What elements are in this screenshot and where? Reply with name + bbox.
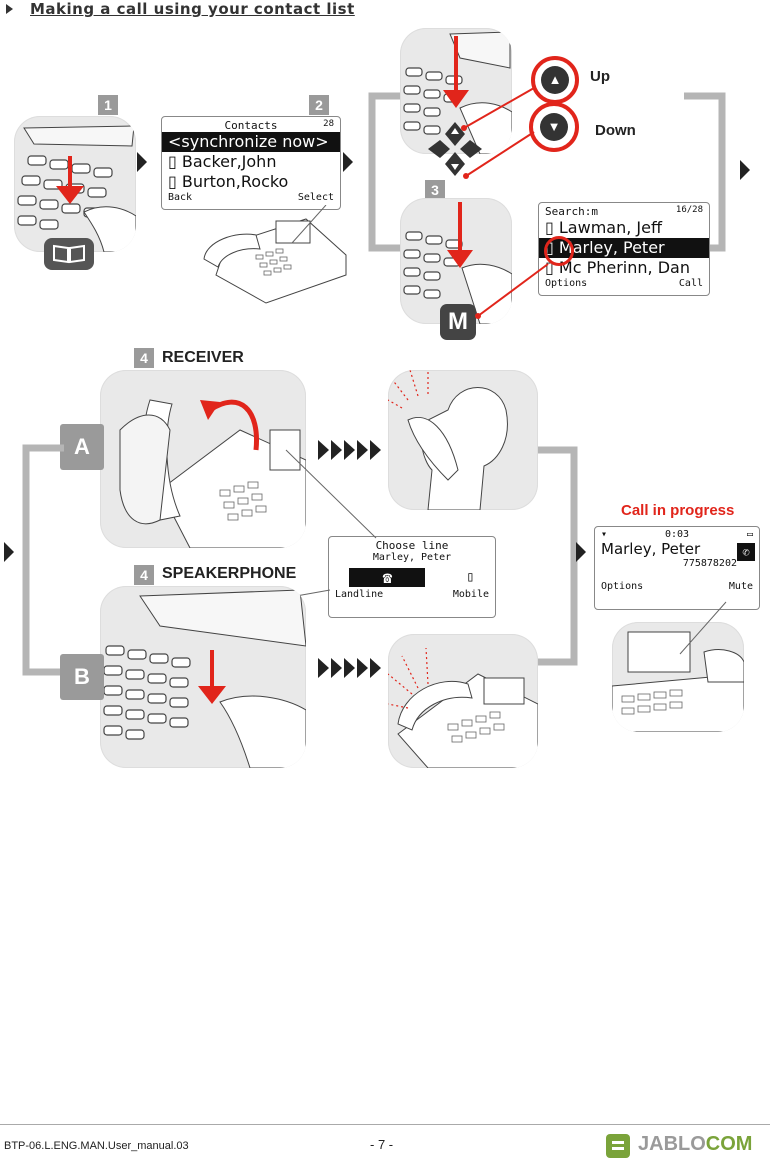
receiver-lift-image bbox=[100, 370, 306, 548]
section-title: Making a call using your contact list bbox=[30, 0, 355, 18]
contact-name: Backer,John bbox=[181, 152, 277, 171]
contact-row-burton[interactable]: ▯ Burton,Rocko bbox=[168, 172, 289, 191]
m-key[interactable]: M bbox=[440, 304, 476, 340]
speakerphone-key-image bbox=[100, 586, 306, 768]
next-arrow-icon bbox=[343, 152, 353, 172]
next-arrow-icon bbox=[740, 160, 750, 180]
search-row-marley[interactable]: ▯ Marley, Peter bbox=[539, 238, 709, 258]
contact-row-synchronize[interactable]: <synchronize now> bbox=[162, 132, 340, 152]
connector-bracket bbox=[368, 92, 400, 252]
call-in-progress-label: Call in progress bbox=[621, 502, 735, 519]
contacts-screen-title: Contacts bbox=[224, 119, 278, 132]
m-highlight-circle bbox=[544, 236, 574, 266]
callout-lines bbox=[461, 87, 535, 179]
softkey-landline[interactable]: Landline bbox=[335, 589, 384, 600]
step-1-keypad-image bbox=[14, 116, 136, 252]
next-arrow-icon bbox=[137, 152, 147, 172]
contacts-count: 28 bbox=[323, 119, 334, 129]
footer-page-number: - 7 - bbox=[370, 1137, 394, 1152]
step-1-badge: 1 bbox=[98, 95, 118, 115]
softkey-call[interactable]: Call bbox=[678, 278, 703, 289]
option-b-badge: B bbox=[60, 654, 104, 700]
call-timer: 0:03 bbox=[664, 529, 690, 540]
landline-phone-icon[interactable]: ☎ bbox=[349, 567, 426, 587]
option-a-badge: A bbox=[60, 424, 104, 470]
down-key-callout: ▼ bbox=[529, 102, 579, 152]
receiver-label: RECEIVER bbox=[162, 349, 244, 366]
arrow-sequence-b bbox=[318, 658, 381, 678]
step-3-badge: 3 bbox=[425, 180, 445, 200]
logo-text-jablo: JABLO bbox=[638, 1133, 706, 1155]
up-label: Up bbox=[590, 68, 610, 85]
contact-name: Burton,Rocko bbox=[181, 172, 289, 191]
phonebook-key[interactable] bbox=[44, 238, 94, 270]
choose-line-screen: Choose line Marley, Peter ☎ ▯ Landline M… bbox=[328, 536, 496, 618]
search-keypad-image bbox=[400, 198, 512, 324]
chevron-up-icon[interactable]: ▲ bbox=[541, 66, 569, 94]
softkey-back[interactable]: Back bbox=[168, 192, 193, 203]
mobile-phone-icon[interactable]: ▯ bbox=[466, 569, 475, 585]
m-callout-line bbox=[475, 263, 549, 319]
call-contact-name: Marley, Peter bbox=[601, 540, 701, 558]
contacts-screen: Contacts 28 <synchronize now> ▯ Backer,J… bbox=[161, 116, 341, 210]
next-arrow-icon bbox=[576, 542, 586, 562]
softkey-mute[interactable]: Mute bbox=[728, 581, 753, 592]
step-4a-badge: 4 bbox=[134, 348, 154, 368]
softkey-options[interactable]: Options bbox=[601, 581, 644, 592]
call-number: 775878202 bbox=[682, 558, 737, 569]
step-4b-badge: 4 bbox=[134, 565, 154, 585]
handset-icon: ✆ bbox=[737, 543, 755, 561]
up-key-callout: ▲ bbox=[531, 56, 579, 104]
desk-phone-illustration bbox=[203, 205, 347, 304]
jablocom-logo-icon bbox=[604, 1132, 632, 1160]
choose-line-title: Choose line bbox=[375, 539, 449, 552]
search-row-lawman[interactable]: ▯ Lawman, Jeff bbox=[545, 218, 662, 237]
option-b-letter: B bbox=[60, 654, 104, 700]
chevron-down-icon[interactable]: ▼ bbox=[540, 113, 568, 141]
battery-icon: ▭ bbox=[746, 529, 753, 540]
phonebook-icon bbox=[53, 244, 85, 264]
contact-name: Mc Pherinn, Dan bbox=[558, 258, 690, 277]
call-phone-image bbox=[612, 622, 744, 732]
call-screen-callout-line bbox=[679, 601, 727, 655]
talking-person-image bbox=[388, 370, 538, 510]
call-screen: ▾ 0:03 ▭ Marley, Peter 775878202 ✆ Optio… bbox=[594, 526, 760, 610]
connector-bracket bbox=[22, 444, 64, 676]
arrow-sequence-a bbox=[318, 440, 381, 460]
step-2-badge: 2 bbox=[309, 95, 329, 115]
option-a-letter: A bbox=[60, 424, 104, 470]
softkey-mobile[interactable]: Mobile bbox=[452, 589, 489, 600]
down-label: Down bbox=[595, 122, 636, 139]
footer-document-id: BTP-06.L.ENG.MAN.User_manual.03 bbox=[4, 1140, 189, 1152]
search-count: 16/28 bbox=[675, 205, 703, 215]
contact-name: Marley, Peter bbox=[558, 238, 665, 257]
speakerphone-label: SPEAKERPHONE bbox=[162, 565, 297, 582]
search-row-mcpherinn[interactable]: ▯ Mc Pherinn, Dan bbox=[545, 258, 690, 277]
speakerphone-phone-image bbox=[388, 634, 538, 768]
section-marker-icon bbox=[6, 4, 13, 14]
footer-divider bbox=[0, 1124, 770, 1125]
jablocom-logo-text: JABLOCOM bbox=[638, 1133, 752, 1156]
search-screen-title: Search:m bbox=[545, 205, 598, 218]
softkey-options[interactable]: Options bbox=[545, 278, 588, 289]
contact-row-backer[interactable]: ▯ Backer,John bbox=[168, 152, 277, 171]
connector-bracket bbox=[538, 446, 578, 666]
navigation-key-icon[interactable] bbox=[420, 118, 490, 180]
next-arrow-icon bbox=[4, 542, 14, 562]
softkey-select[interactable]: Select bbox=[297, 192, 334, 203]
signal-icon: ▾ bbox=[601, 529, 608, 540]
choose-line-contact: Marley, Peter bbox=[372, 552, 452, 563]
contact-name: Lawman, Jeff bbox=[558, 218, 662, 237]
logo-text-com: COM bbox=[705, 1133, 753, 1155]
